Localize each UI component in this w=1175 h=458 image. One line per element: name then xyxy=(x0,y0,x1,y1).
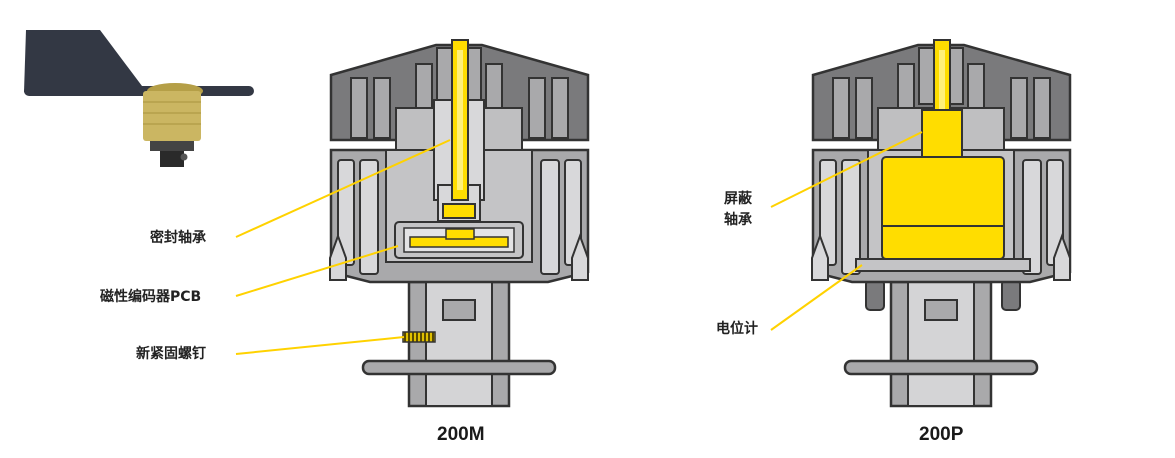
shielded-bearing xyxy=(921,109,963,159)
vane-tail xyxy=(24,30,142,92)
set-screw xyxy=(402,331,436,343)
label-shielded-bearing-line2: 轴承 xyxy=(724,212,752,228)
vane-arm xyxy=(24,86,254,96)
model-200m-cross-section xyxy=(329,39,590,408)
caption-200p: 200P xyxy=(919,424,964,445)
leader-lines xyxy=(235,131,923,355)
label-set-screw: 新紧固螺钉 xyxy=(136,346,206,362)
label-potentiometer: 电位计 xyxy=(716,321,758,337)
leader-shielded-bearing xyxy=(770,131,923,208)
mount-crossbar xyxy=(361,359,557,376)
leader-set-screw xyxy=(235,336,405,355)
label-shielded-bearing-line1: 屏蔽 xyxy=(724,191,752,207)
leader-encoder-pcb xyxy=(235,245,399,297)
leader-sealed-bearing xyxy=(235,139,451,238)
caption-200m: 200M xyxy=(437,424,485,445)
leader-potentiometer xyxy=(770,264,863,331)
model-200p-cross-section xyxy=(811,39,1072,408)
label-sealed-bearing: 密封轴承 xyxy=(150,230,206,246)
vane-body xyxy=(143,91,201,141)
wind-vane-thumbnail xyxy=(24,30,254,167)
potentiometer xyxy=(881,156,1005,260)
label-magnetic-encoder-pcb: 磁性编码器PCB xyxy=(100,289,202,305)
